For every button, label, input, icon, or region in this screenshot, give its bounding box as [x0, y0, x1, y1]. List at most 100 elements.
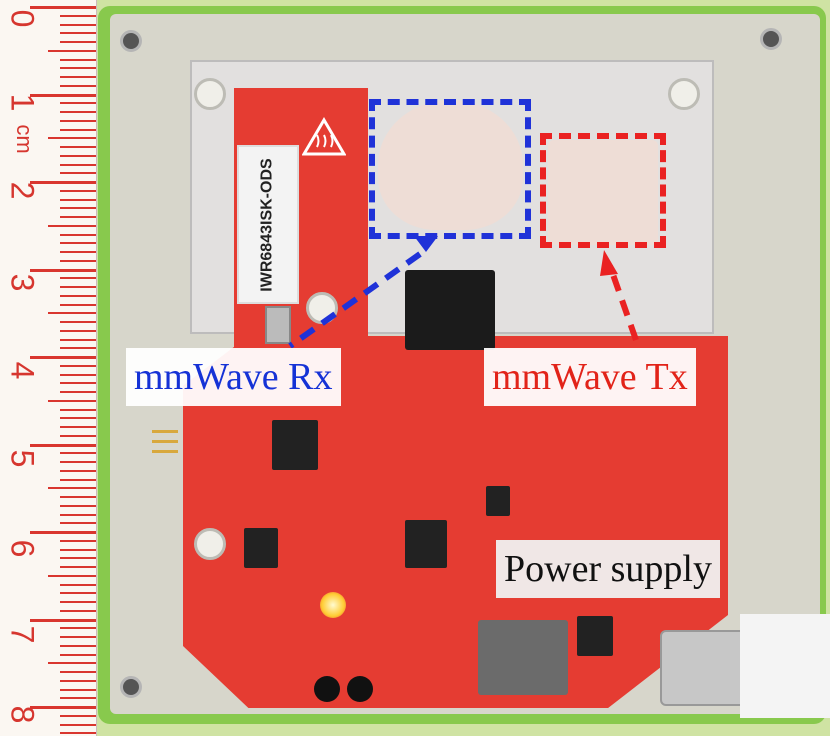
- ruler-tick: [60, 242, 96, 245]
- ruler-tick: [60, 294, 96, 297]
- ruler-tick: [60, 609, 96, 612]
- ruler-label-5: 5: [4, 449, 41, 468]
- ruler-tick: [60, 67, 96, 70]
- jumper-cap: [347, 676, 373, 702]
- ruler-label-8: 8: [4, 705, 41, 724]
- mounting-hole: [194, 78, 226, 110]
- ruler-tick: [48, 49, 96, 52]
- ic-chip: [486, 486, 510, 516]
- ruler-tick: [60, 128, 96, 131]
- ruler-tick: [48, 574, 96, 577]
- ruler-tick: [60, 627, 96, 630]
- ruler-tick: [60, 452, 96, 455]
- ruler-tick: [60, 321, 96, 323]
- ruler-tick: [60, 583, 96, 586]
- ruler-tick: [60, 688, 96, 691]
- ruler-tick: [60, 417, 96, 420]
- ruler-tick: [60, 697, 96, 700]
- ruler-tick: [60, 41, 96, 43]
- ruler-tick: [30, 706, 96, 709]
- ruler-tick: [60, 461, 96, 463]
- ruler-tick: [60, 76, 96, 78]
- ruler-tick: [30, 618, 96, 622]
- ruler-tick: [60, 391, 96, 393]
- ruler-tick: [60, 347, 96, 350]
- screw-icon: [120, 676, 142, 698]
- ruler-tick: [60, 644, 96, 647]
- ruler-tick: [48, 399, 96, 402]
- ruler-tick: [60, 496, 96, 498]
- ruler-tick: [60, 216, 96, 218]
- ruler-tick: [48, 662, 96, 665]
- ruler-tick: [60, 329, 96, 332]
- ruler-tick: [60, 601, 96, 603]
- board-model-text: IWR6843ISK-ODS: [259, 157, 276, 292]
- ruler-tick: [60, 592, 96, 595]
- ruler-tick: [60, 732, 96, 735]
- status-led: [320, 592, 346, 618]
- board-model-label: IWR6843ISK-ODS: [237, 145, 299, 304]
- ruler-tick: [60, 14, 96, 17]
- ic-chip: [577, 616, 613, 656]
- ruler-tick: [60, 251, 96, 253]
- ruler-tick: [60, 207, 96, 210]
- ruler-label-6: 6: [4, 539, 41, 558]
- ruler-tick: [60, 636, 96, 638]
- ruler-tick: [60, 338, 96, 341]
- ruler-tick: [60, 364, 96, 367]
- ruler-tick: [60, 434, 96, 437]
- ruler-tick: [60, 84, 96, 87]
- ruler-tick: [60, 671, 96, 673]
- ruler: 0 1 cm 2 3 4 5 6 7 8: [0, 0, 97, 736]
- ruler-tick: [60, 277, 96, 280]
- ic-chip: [244, 528, 278, 568]
- ruler-tick: [60, 504, 96, 507]
- ic-chip: [405, 520, 447, 568]
- ruler-tick: [60, 513, 96, 516]
- ruler-label-2: 2: [4, 181, 41, 200]
- ruler-tick: [60, 373, 96, 376]
- ruler-label-0: 0: [4, 9, 41, 28]
- ruler-tick: [60, 408, 96, 411]
- ruler-tick: [60, 154, 96, 157]
- push-button: [265, 306, 291, 344]
- ruler-tick: [60, 714, 96, 717]
- ruler-tick: [60, 303, 96, 306]
- ruler-unit-label: cm: [12, 124, 37, 154]
- tx-highlight-box: [540, 133, 666, 248]
- ruler-tick: [60, 119, 96, 122]
- ruler-tick: [60, 233, 96, 236]
- rx-annotation-label: mmWave Rx: [126, 348, 341, 406]
- ruler-label-4: 4: [4, 361, 41, 380]
- ruler-tick: [30, 356, 96, 359]
- ruler-tick: [60, 172, 96, 175]
- ruler-tick: [60, 469, 96, 472]
- ruler-tick: [60, 548, 96, 551]
- ruler-tick: [60, 102, 96, 105]
- ruler-tick: [30, 531, 96, 534]
- ruler-tick: [60, 679, 96, 682]
- usb-connector: [660, 630, 754, 706]
- rx-highlight-box: [369, 99, 531, 239]
- ruler-tick: [60, 653, 96, 656]
- power-supply-label: Power supply: [496, 540, 720, 598]
- mounting-hole: [668, 78, 700, 110]
- ruler-label-7: 7: [4, 625, 41, 644]
- rx-antenna-array: [378, 100, 523, 230]
- ruler-tick: [60, 426, 96, 428]
- ruler-tick: [60, 111, 96, 113]
- header-pins: [152, 430, 178, 460]
- ruler-label-3: 3: [4, 273, 41, 292]
- ruler-tick: [60, 163, 96, 166]
- usb-cable: [740, 614, 830, 718]
- jumper-cap: [314, 676, 340, 702]
- mounting-hole: [306, 292, 338, 324]
- ruler-tick: [48, 137, 96, 140]
- dip-switch: [478, 620, 568, 695]
- ruler-tick: [60, 286, 96, 288]
- ruler-tick: [60, 522, 96, 525]
- ruler-tick: [60, 189, 96, 192]
- ruler-tick: [60, 557, 96, 560]
- ruler-tick: [30, 181, 96, 184]
- ruler-tick: [60, 32, 96, 35]
